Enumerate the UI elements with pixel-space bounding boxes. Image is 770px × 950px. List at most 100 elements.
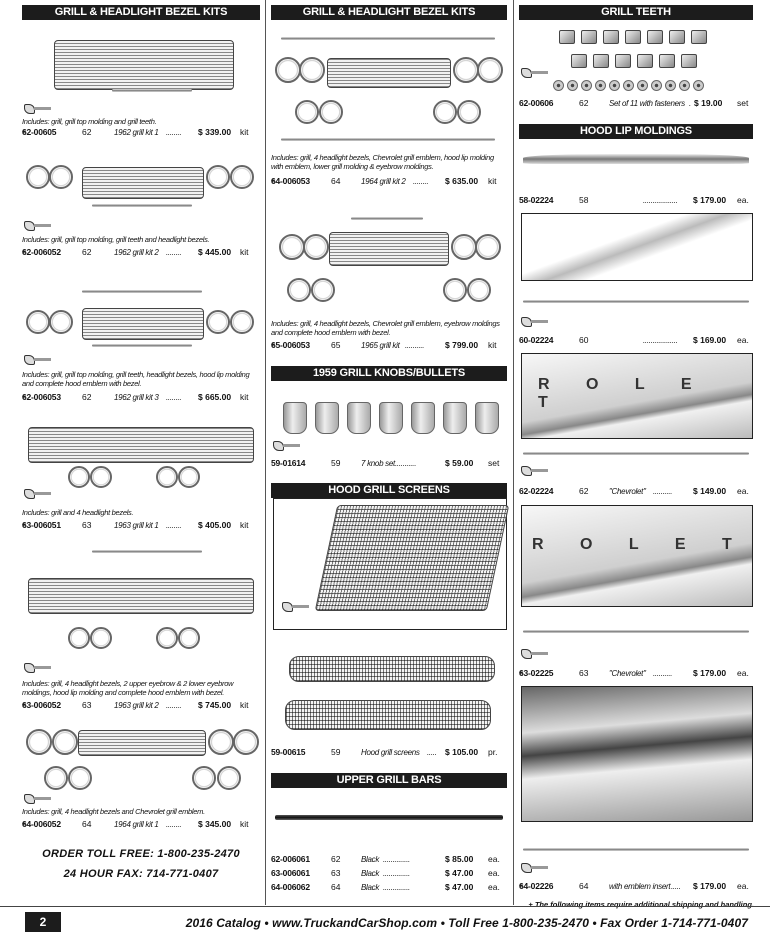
price: $ 169.00 — [693, 335, 727, 345]
price-line: 60-02224 60 .................. $ 169.00 … — [519, 335, 753, 346]
product-photo-64-hood-lip-emblem — [521, 686, 753, 822]
dot-leader: ..... — [671, 882, 681, 891]
item-name: 1962 grill kit 2 — [114, 248, 159, 257]
part-number: 62-006061 — [271, 854, 310, 864]
year: 62 — [82, 247, 92, 257]
unit: kit — [240, 520, 249, 530]
price: $ 105.00 — [445, 747, 479, 757]
part-number: 64-006052 — [22, 819, 61, 829]
price-line: 64-02226+ 64 with emblem insert ..... $ … — [519, 881, 753, 892]
part-number: 63-006052 — [22, 700, 61, 710]
brand-logo — [24, 220, 52, 231]
dot-leader: ........ — [166, 521, 182, 530]
price: $ 745.00 — [198, 700, 232, 710]
dot-leader: ........... — [395, 459, 417, 468]
item-name: Black — [361, 883, 380, 892]
item-description: Includes: grill, 4 headlight bezels, Che… — [271, 319, 500, 337]
price: $ 179.00 — [693, 881, 727, 891]
unit: ea. — [737, 486, 749, 496]
part-number: 59-00615 — [271, 747, 306, 757]
year: 64 — [331, 176, 341, 186]
price-line: 62-006053+ 62 1962 grill kit 3 ........ … — [22, 392, 260, 403]
brand-logo — [273, 440, 301, 451]
part-number: 62-006053 — [22, 392, 61, 402]
unit: pr. — [488, 747, 498, 757]
dot-leader: .......... — [653, 487, 673, 496]
price: $ 149.00 — [693, 486, 727, 496]
year: 64 — [331, 882, 341, 892]
shipping-mark: + — [22, 820, 26, 828]
year: 63 — [331, 868, 341, 878]
price-line: 62-006061 62 Black .............. $ 85.0… — [271, 854, 507, 865]
price: $ 635.00 — [445, 176, 479, 186]
year: 63 — [579, 668, 589, 678]
price-line: 65-006053+ 65 1965 grill kit .......... … — [271, 340, 507, 351]
dot-leader: ........ — [166, 248, 182, 257]
part-number: 65-006053 — [271, 340, 310, 350]
year: 59 — [331, 458, 341, 468]
price-line: 58-02224 58 .................. $ 179.00 … — [519, 195, 753, 206]
year: 64 — [579, 881, 589, 891]
product-image-63-hood-lip — [523, 630, 749, 633]
shipping-mark: + — [22, 128, 26, 136]
dot-leader: ........ — [166, 128, 182, 137]
brand-logo — [24, 354, 52, 365]
item-name: Black — [361, 855, 380, 864]
unit: kit — [240, 127, 249, 137]
price-line: 62-02224 62 "Chevrolet" .......... $ 149… — [519, 486, 753, 497]
price-line: 63-006052+ 63 1963 grill kit 2 ........ … — [22, 700, 260, 711]
part-number: 63-006061 — [271, 868, 310, 878]
part-number: 64-006053 — [271, 176, 310, 186]
year: 59 — [331, 747, 341, 757]
unit: kit — [240, 247, 249, 257]
catalog-contact-line: 2016 Catalog • www.TruckandCarShop.com •… — [185, 916, 748, 930]
part-number: 62-00606 — [519, 98, 554, 108]
product-image-60-hood-lip — [523, 300, 749, 303]
unit: ea. — [488, 882, 500, 892]
script-lettering: R O L E T — [538, 376, 708, 411]
year: 63 — [82, 520, 92, 530]
item-name: 1964 grill kit 2 — [361, 177, 406, 186]
unit: ea. — [737, 335, 749, 345]
product-photo-58-hood-lip — [521, 213, 753, 281]
product-image-62-hood-lip — [523, 452, 749, 455]
price: $ 179.00 — [693, 195, 727, 205]
price: $ 19.00 — [694, 98, 723, 108]
part-number: 60-02224 — [519, 335, 554, 345]
year: 62 — [579, 486, 589, 496]
item-name: 7 knob set — [361, 459, 395, 468]
section-header-grill-knobs: 1959 GRILL KNOBS/BULLETS — [271, 366, 507, 381]
unit: set — [488, 458, 500, 468]
order-fax: 24 HOUR FAX: 714-771-0407 — [63, 868, 219, 880]
price-line: 64-006062 64 Black .............. $ 47.0… — [271, 882, 507, 893]
brand-logo — [24, 793, 52, 804]
item-name: Set of 11 with fasteners — [609, 99, 685, 108]
price: $ 799.00 — [445, 340, 479, 350]
section-header-hood-grill-screens: HOOD GRILL SCREENS — [271, 483, 507, 498]
brand-logo — [521, 648, 549, 659]
price-line: 62-006052+ 62 1962 grill kit 2 ........ … — [22, 247, 260, 258]
dot-leader: .............. — [383, 883, 410, 892]
price-line: 59-01614 59 7 knob set ........... $ 59.… — [271, 458, 507, 469]
item-description: Includes: grill and 4 headlight bezels. — [22, 508, 134, 517]
item-name: with emblem insert — [609, 882, 671, 891]
dot-leader: .......... — [653, 669, 673, 678]
dot-leader: . — [689, 99, 691, 108]
price: $ 47.00 — [445, 882, 474, 892]
item-name: 1963 grill kit 1 — [114, 521, 159, 530]
unit: kit — [240, 700, 249, 710]
year: 62 — [82, 127, 92, 137]
dot-leader: .............. — [383, 855, 410, 864]
dot-leader: ..... — [427, 748, 437, 757]
shipping-mark: + — [22, 393, 26, 401]
section-header-upper-grill-bars: UPPER GRILL BARS — [271, 773, 507, 788]
brand-logo — [521, 465, 549, 476]
part-number: 64-02226 — [519, 881, 554, 891]
brand-logo — [24, 488, 52, 499]
brand-logo — [521, 67, 549, 78]
order-toll-free: ORDER TOLL FREE: 1-800-235-2470 — [42, 848, 240, 860]
product-image-64-hood-lip — [523, 848, 749, 851]
column-divider-left — [265, 0, 266, 905]
price-line: 63-006051+ 63 1963 grill kit 1 ........ … — [22, 520, 260, 531]
price-line: 59-00615 59 Hood grill screens ..... $ 1… — [271, 747, 507, 758]
